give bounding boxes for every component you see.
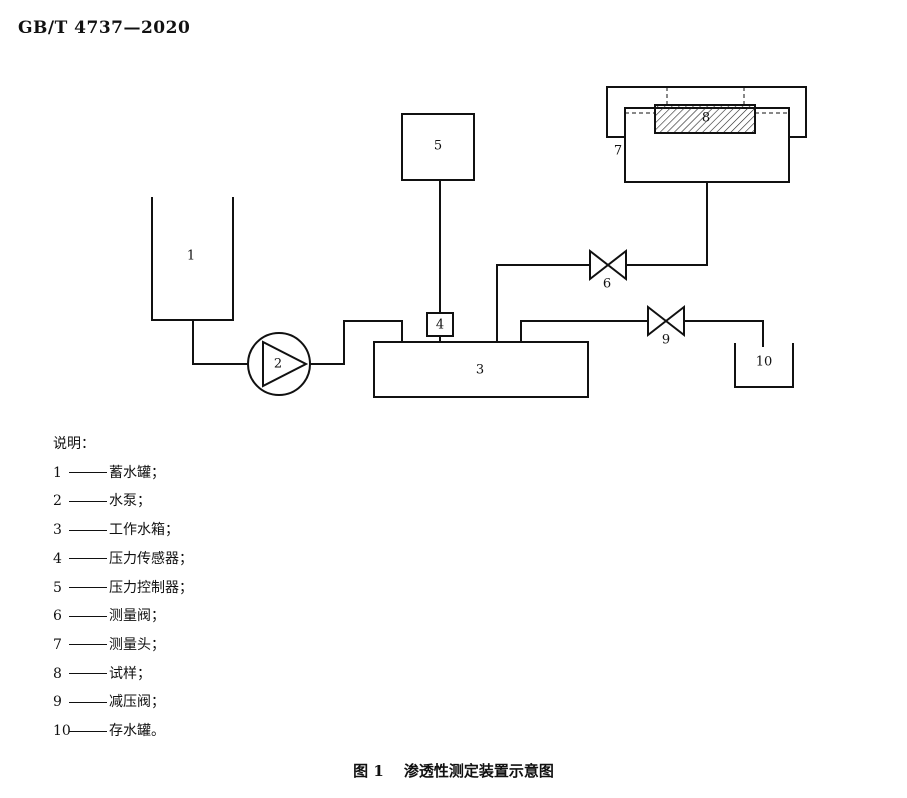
legend-num: 7 bbox=[53, 636, 62, 653]
working-water-tank bbox=[373, 341, 589, 398]
label-2: 2 bbox=[274, 357, 282, 372]
pipe-to-measure-valve bbox=[496, 264, 590, 342]
pipe-to-measure-head bbox=[626, 182, 708, 266]
legend-item: 7 测量头； bbox=[53, 631, 193, 660]
pump-triangle bbox=[262, 340, 309, 388]
legend-text: 测量阀； bbox=[109, 608, 165, 625]
legend-text: 试样； bbox=[109, 665, 151, 682]
legend-item: 3 工作水箱； bbox=[53, 516, 193, 545]
legend-num: 6 bbox=[53, 608, 62, 625]
label-6: 6 bbox=[603, 277, 611, 292]
label-9: 9 bbox=[662, 333, 670, 348]
legend-item: 2 水泵； bbox=[53, 487, 193, 516]
figure-number: 图 1 bbox=[353, 762, 384, 780]
pipe-to-relief-valve bbox=[520, 320, 648, 342]
label-8: 8 bbox=[702, 111, 710, 126]
legend-item: 8 试样； bbox=[53, 660, 193, 689]
legend-text: 工作水箱； bbox=[109, 522, 179, 539]
legend-item: 5 压力控制器； bbox=[53, 574, 193, 603]
legend-text: 减压阀； bbox=[109, 694, 165, 711]
legend-text: 水泵； bbox=[109, 493, 151, 510]
pipe-to-storage-tank bbox=[684, 320, 764, 347]
legend-item: 6 测量阀； bbox=[53, 602, 193, 631]
legend-text: 蓄水罐； bbox=[109, 464, 165, 481]
legend: 说明： 1 蓄水罐； 2 水泵； 3 工作水箱； 4 压力传感器； 5 压力控制器； 6 测… bbox=[53, 430, 193, 746]
pressure-controller bbox=[401, 113, 475, 181]
label-1: 1 bbox=[187, 249, 195, 264]
label-7: 7 bbox=[614, 144, 622, 159]
legend-num: 9 bbox=[53, 694, 62, 711]
storage-tank bbox=[734, 343, 794, 388]
label-5: 5 bbox=[434, 139, 442, 154]
label-4: 4 bbox=[436, 318, 444, 333]
legend-title: 说明： bbox=[53, 436, 95, 452]
legend-num: 1 bbox=[53, 464, 62, 481]
legend-text: 压力传感器； bbox=[109, 550, 193, 567]
measure-head-cap bbox=[606, 86, 807, 138]
legend-num: 5 bbox=[53, 579, 62, 596]
figure-caption: 图 1 渗透性测定装置示意图 bbox=[0, 760, 907, 781]
legend-item: 1 蓄水罐； bbox=[53, 459, 193, 488]
legend-item: 10 存水罐。 bbox=[53, 717, 193, 746]
legend-item: 4 压力传感器； bbox=[53, 545, 193, 574]
legend-num: 10 bbox=[53, 723, 71, 740]
pressure-relief-valve bbox=[647, 304, 685, 338]
figure-title: 渗透性测定装置示意图 bbox=[403, 762, 554, 780]
pipe-pump-tank bbox=[310, 320, 403, 365]
specimen bbox=[654, 104, 756, 134]
measure-valve bbox=[589, 248, 627, 282]
legend-text: 存水罐。 bbox=[109, 723, 165, 740]
legend-text: 压力控制器； bbox=[109, 579, 193, 596]
pipe-tank-pump bbox=[192, 320, 249, 365]
legend-num: 4 bbox=[53, 550, 62, 567]
standard-number: GB/T 4737—2020 bbox=[18, 18, 191, 38]
legend-text: 测量头； bbox=[109, 636, 165, 653]
label-10: 10 bbox=[756, 355, 773, 370]
legend-item: 9 减压阀； bbox=[53, 688, 193, 717]
legend-num: 8 bbox=[53, 665, 62, 682]
label-3: 3 bbox=[476, 363, 484, 378]
legend-num: 2 bbox=[53, 493, 62, 510]
legend-num: 3 bbox=[53, 522, 62, 539]
